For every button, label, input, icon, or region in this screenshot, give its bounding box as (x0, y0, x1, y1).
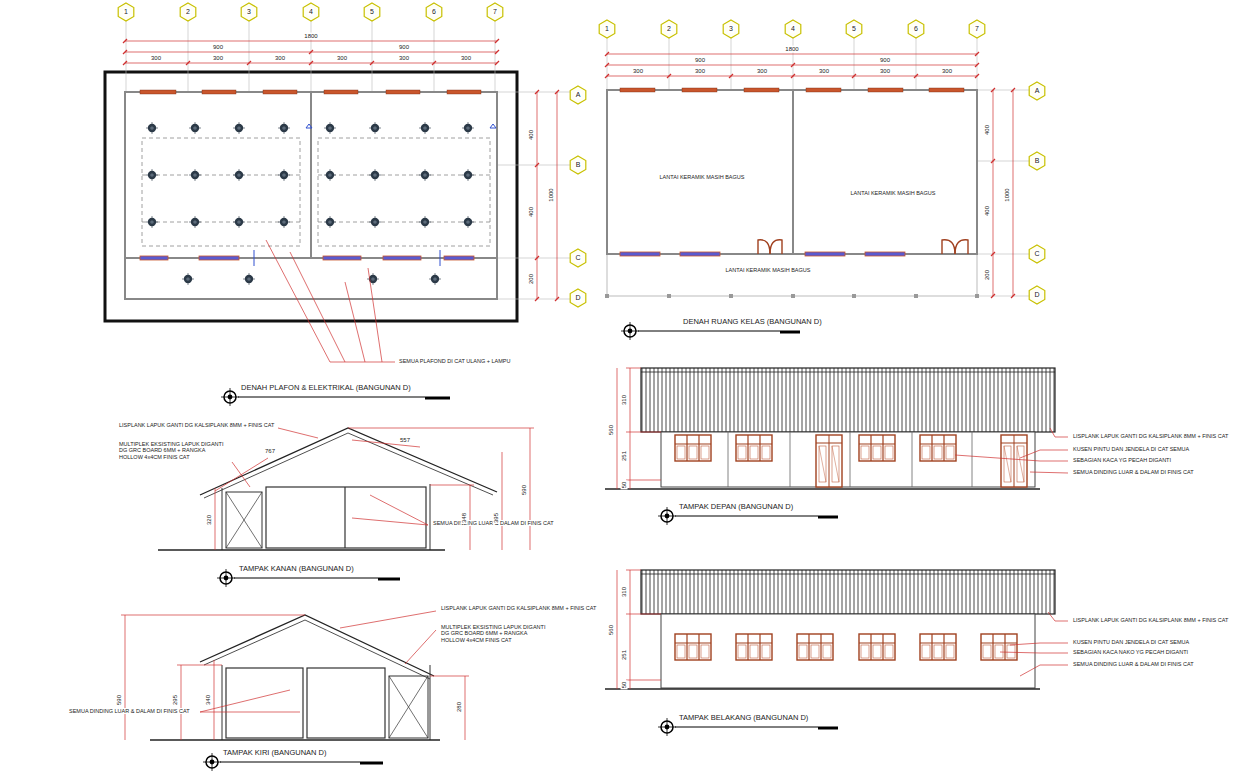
dimension-text: 300 (274, 55, 286, 62)
dimension-text: 900 (879, 57, 891, 64)
dimension-text: 5 (851, 25, 857, 33)
dimension-text: 7 (492, 8, 498, 16)
dimension-text: LANTAI KERAMIK MASIH BAGUS (850, 190, 937, 196)
dimension-text: 900 (694, 57, 706, 64)
dimension-text: 200 (984, 269, 991, 281)
dimension-text: 5 (369, 8, 375, 16)
dimension-text: 50 (621, 681, 628, 690)
dimension-text: 7 (974, 25, 980, 33)
dimension-text: 295 (172, 694, 179, 706)
note-text: SEMUA DINDING LUAR & DALAM DI FINIS CAT (68, 708, 191, 714)
left-elevation (121, 611, 469, 771)
note-text: TAMPAK KIRI (BANGUNAN D) (222, 749, 327, 758)
dimension-text: A (1034, 87, 1041, 95)
note-text: SEMUA DINDING LUAR & DALAM DI FINIS CAT (1072, 469, 1195, 475)
note-text: TAMPAK KANAN (BANGUNAN D) (238, 565, 355, 574)
dimension-text: 400 (984, 124, 991, 136)
note-text: LISPLANK LAPUK GANTI DG KALSIPLANK 8MM +… (1072, 433, 1229, 439)
dimension-text: 280 (456, 701, 463, 713)
dimension-text: 560 (608, 424, 615, 436)
dimension-text: 251 (621, 450, 628, 462)
note-text: KUSEN PINTU DAN JENDELA DI CAT SEMUA (1072, 639, 1190, 645)
note-text: TAMPAK DEPAN (BANGUNAN D) (678, 503, 794, 512)
note-text: LISPLANK LAPUK GANTI DG KALSIPLANK 8MM +… (1072, 617, 1229, 623)
note-text: LISPLANK LAPUK GANTI DG KALSIPLANK 8MM +… (118, 422, 275, 428)
dimension-text: 340 (205, 694, 212, 706)
dimension-text: 395 (493, 512, 500, 524)
dimension-text: 300 (818, 68, 830, 75)
dimension-text: 900 (212, 44, 224, 51)
note-text: SEMUA PLAFOND DI CAT ULANG + LAMPU (398, 358, 512, 364)
dimension-text: 300 (398, 55, 410, 62)
dimension-text: C (1033, 250, 1040, 258)
dimension-text: LANTAI KERAMIK MASIH BAGUS (659, 174, 746, 180)
note-text: TAMPAK BELAKANG (BANGUNAN D) (678, 714, 809, 723)
dimension-text: 590 (116, 694, 123, 706)
dimension-text: 1800 (784, 46, 799, 53)
dimension-text: 2 (666, 25, 672, 33)
floor-plan (599, 20, 1045, 340)
dimension-text: B (575, 161, 582, 169)
note-text: SEMUA DINDING LUAR & DALAM DI FINIS CAT (1072, 661, 1195, 667)
dimension-text: 1000 (1004, 187, 1011, 202)
dimension-text: D (574, 294, 581, 302)
dimension-text: 767 (264, 448, 276, 455)
dimension-text: C (574, 254, 581, 262)
dimension-text: 300 (941, 68, 953, 75)
note-text: LISPLANK LAPUK GANTI DG KALSIPLANK 8MM +… (440, 605, 597, 611)
dimension-text: 6 (431, 8, 437, 16)
dimension-text: 300 (336, 55, 348, 62)
dimension-text: 3 (246, 8, 252, 16)
dimension-text: 310 (621, 586, 628, 598)
dimension-text: 557 (399, 437, 411, 444)
ceiling-plan (105, 3, 586, 406)
dimension-text: 1 (604, 25, 610, 33)
dimension-text: 320 (206, 514, 213, 526)
dimension-text: D (1033, 291, 1040, 299)
note-text: KUSEN PINTU DAN JENDELA DI CAT SEMUA (1072, 446, 1190, 452)
note-text: MULTIPLEK EKSISTING LAPUK DIGANTI DG GRC… (118, 441, 228, 460)
dimension-text: LANTAI KERAMIK MASIH BAGUS (725, 267, 812, 273)
dimension-text: 348 (461, 512, 468, 524)
dimension-text: 1000 (548, 187, 555, 202)
dimension-text: 2 (185, 8, 191, 16)
dimension-text: 300 (212, 55, 224, 62)
dimension-text: 400 (528, 206, 535, 218)
dimension-text: 400 (528, 129, 535, 141)
note-text: DENAH PLAFON & ELEKTRIKAL (BANGUNAN D) (240, 384, 412, 393)
rear-elevation (605, 570, 1068, 736)
dimension-text: B (1034, 157, 1041, 165)
dimension-text: 4 (308, 8, 314, 16)
note-text: DENAH RUANG KELAS (BANGUNAN D) (682, 318, 823, 327)
note-text: SEBAGIAN KACA NAKO YG PECAH DIGANTI (1072, 649, 1189, 655)
dimension-text: 3 (728, 25, 734, 33)
dimension-text: 300 (879, 68, 891, 75)
dimension-text: 590 (521, 484, 528, 496)
dimension-text: 1 (123, 8, 129, 16)
front-elevation (605, 368, 1068, 525)
dimension-text: 251 (621, 649, 628, 661)
dimension-text: A (575, 91, 582, 99)
note-text: SEBAGIAN KACA YG PECAH DIGANTI (1072, 457, 1172, 463)
dimension-text: 900 (398, 44, 410, 51)
dimension-text: 200 (528, 273, 535, 285)
dimension-text: 560 (608, 624, 615, 636)
dimension-text: 4 (790, 25, 796, 33)
dimension-text: 300 (460, 55, 472, 62)
dimension-text: 310 (621, 394, 628, 406)
dimension-text: 300 (150, 55, 162, 62)
dimension-text: 50 (621, 481, 628, 490)
dimension-text: 300 (632, 68, 644, 75)
dimension-text: 400 (984, 205, 991, 217)
dimension-text: 6 (913, 25, 919, 33)
dimension-text: 300 (756, 68, 768, 75)
dimension-text: 300 (694, 68, 706, 75)
dimension-text: 1800 (303, 33, 318, 40)
note-text: MULTIPLEK EKSISTING LAPUK DIGANTI DG GRC… (440, 624, 550, 643)
